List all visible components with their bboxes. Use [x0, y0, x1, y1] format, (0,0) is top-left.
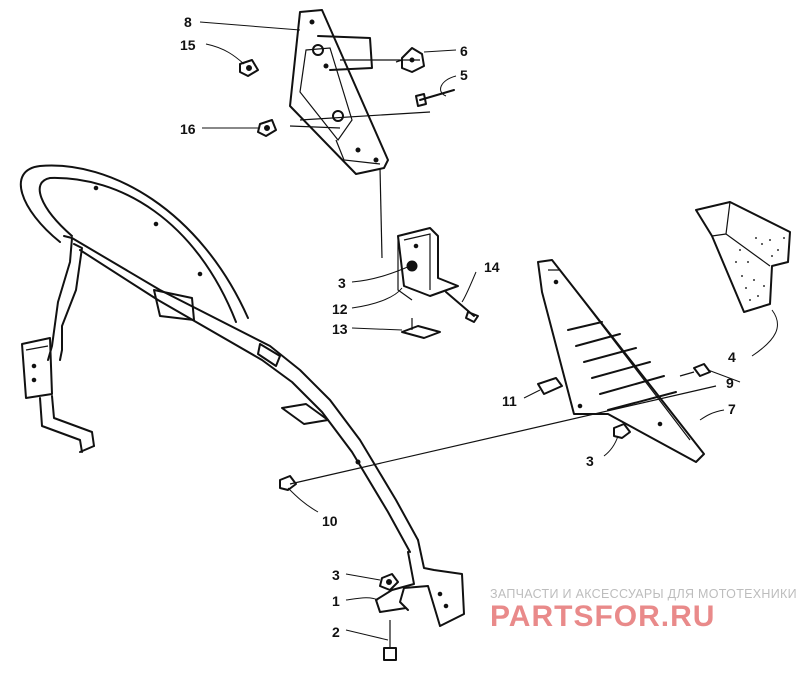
callout-3-foot: 3 — [332, 567, 340, 583]
callout-10: 10 — [322, 513, 338, 529]
callout-6: 6 — [460, 43, 468, 59]
callout-5: 5 — [460, 67, 468, 83]
bracket-12 — [397, 227, 459, 301]
callout-9: 9 — [726, 375, 734, 391]
watermark: ЗАПЧАСТИ И АКСЕССУАРЫ ДЛЯ МОТОТЕХНИКИ PA… — [490, 587, 797, 633]
tie-rod — [289, 385, 717, 485]
nut-3-bottom — [379, 573, 399, 591]
callout-8: 8 — [184, 14, 192, 30]
callout-12: 12 — [332, 301, 348, 317]
callout-15: 15 — [180, 37, 196, 53]
nut-16 — [257, 119, 277, 137]
nut-15 — [239, 59, 259, 77]
knob-6 — [395, 47, 425, 73]
callout-2: 2 — [332, 624, 340, 640]
nut-3-panel — [613, 423, 631, 439]
clip-11 — [537, 377, 563, 395]
bolt-14 — [445, 291, 479, 323]
callout-3-panel: 3 — [586, 453, 594, 469]
link-rod — [379, 167, 383, 259]
callout-7: 7 — [728, 401, 736, 417]
callouts: 8 15 6 5 16 3 14 12 13 4 9 11 7 3 10 3 1… — [180, 14, 736, 640]
callout-4: 4 — [728, 349, 736, 365]
callout-13: 13 — [332, 321, 348, 337]
watermark-logo: PARTSFOR.RU — [490, 600, 715, 633]
callout-1: 1 — [332, 593, 340, 609]
nut-10 — [279, 475, 297, 491]
bolt-5 — [415, 89, 455, 107]
callout-3-bracket: 3 — [338, 275, 346, 291]
watermark-tagline: ЗАПЧАСТИ И АКСЕССУАРЫ ДЛЯ МОТОТЕХНИКИ — [490, 587, 797, 601]
bolt-2 — [383, 620, 397, 661]
clip-13 — [401, 318, 441, 339]
callout-11: 11 — [502, 393, 517, 409]
leader-lines — [199, 21, 778, 641]
callout-14: 14 — [484, 259, 500, 275]
foam-pad-4 — [695, 201, 791, 313]
louver-panel-7 — [537, 259, 705, 463]
handlebar-frame — [19, 164, 465, 627]
mounting-plate — [289, 9, 431, 175]
screw-9 — [679, 363, 711, 377]
callout-16: 16 — [180, 121, 196, 137]
